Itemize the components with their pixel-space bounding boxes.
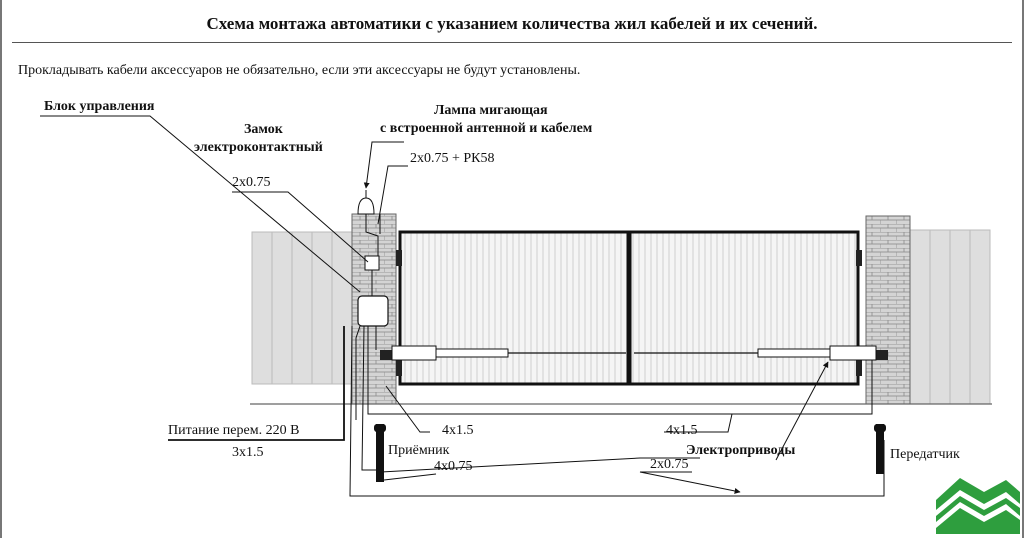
left-border bbox=[0, 0, 2, 538]
right-brick-pillar bbox=[865, 215, 911, 405]
leader-lamp bbox=[363, 141, 404, 189]
leader-receiver-cable bbox=[383, 473, 437, 481]
right-border bbox=[1022, 0, 1024, 538]
right-hinge-bottom bbox=[856, 360, 862, 376]
left-hinge-bottom bbox=[396, 360, 402, 376]
label-motor-cable-left: 4x1.5 bbox=[442, 423, 474, 438]
right-hinge-top bbox=[856, 250, 862, 266]
label-power-cable: 3x1.5 bbox=[232, 445, 264, 460]
leader-motor-cable-right bbox=[664, 413, 733, 433]
right-fence bbox=[909, 229, 991, 405]
leader-lock bbox=[232, 191, 369, 263]
leader-motor-cable-left bbox=[385, 385, 430, 433]
flashing-lamp bbox=[357, 190, 375, 215]
label-actuators: Электроприводы bbox=[686, 443, 795, 458]
leader-lines bbox=[40, 115, 829, 494]
receiver-post bbox=[374, 424, 386, 482]
label-lock-cable: 2x0.75 bbox=[232, 175, 271, 190]
control-unit bbox=[357, 295, 389, 327]
left-hinge-top bbox=[396, 250, 402, 266]
transmitter-post bbox=[874, 424, 886, 474]
electric-lock bbox=[364, 255, 380, 271]
label-transmitter: Передатчик bbox=[890, 447, 960, 462]
gate-leaf-left bbox=[398, 230, 630, 386]
label-receiver: Приёмник bbox=[388, 443, 450, 458]
installation-note: Прокладывать кабели аксессуаров не обяза… bbox=[18, 63, 581, 78]
label-lamp-line1: Лампа мигающая bbox=[434, 103, 548, 118]
left-fence bbox=[251, 231, 353, 385]
house-logo-icon bbox=[936, 478, 1020, 534]
title-divider bbox=[12, 42, 1012, 43]
label-lamp-line2: с встроенной антенной и кабелем bbox=[380, 121, 593, 136]
leader-transmitter-cable bbox=[639, 471, 741, 494]
page-title: Схема монтажа автоматики с указанием кол… bbox=[206, 14, 818, 33]
label-motor-cable-right: 4x1.5 bbox=[666, 423, 698, 438]
label-transmitter-cable: 2x0.75 bbox=[650, 457, 689, 472]
leader-receiver bbox=[379, 457, 700, 473]
label-lamp-cable: 2x0.75 + РК58 bbox=[410, 151, 495, 166]
gate-leaf-right bbox=[628, 230, 860, 386]
label-lock-line1: Замок bbox=[244, 122, 284, 137]
leader-actuator-right bbox=[775, 361, 829, 461]
leader-control-unit bbox=[40, 115, 361, 293]
label-receiver-cable: 4x0.75 bbox=[434, 459, 473, 474]
label-lock-line2: электроконтактный bbox=[194, 140, 323, 155]
leader-lamp-cable bbox=[377, 165, 408, 225]
power-cable bbox=[168, 326, 345, 441]
actuator-left bbox=[380, 345, 626, 361]
label-power: Питание перем. 220 В bbox=[168, 423, 299, 438]
label-control-unit: Блок управления bbox=[44, 99, 155, 114]
actuator-right bbox=[634, 345, 888, 361]
